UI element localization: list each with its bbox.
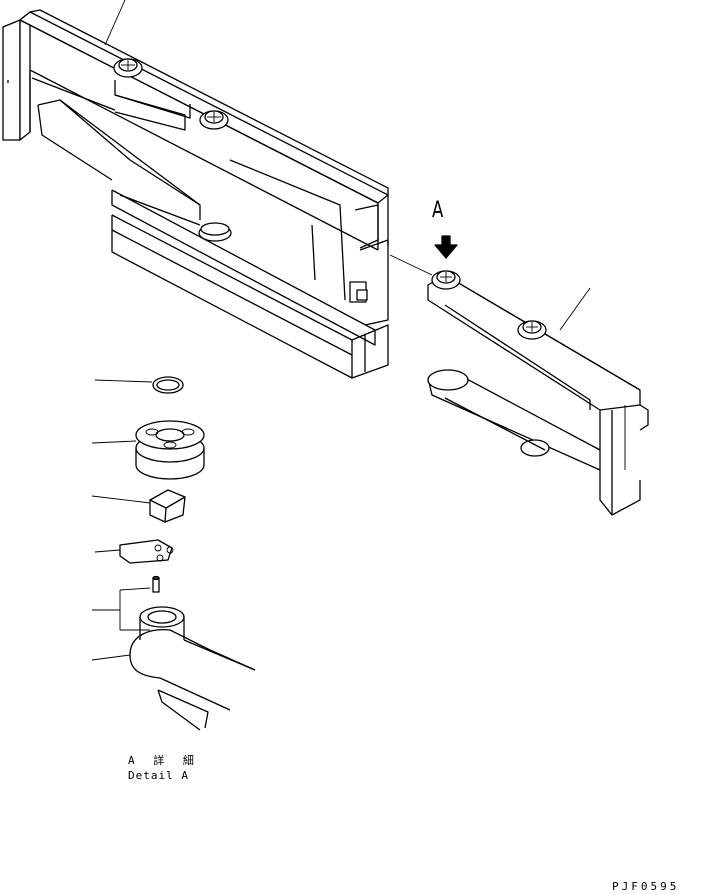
arm-end — [91, 629, 256, 731]
detail-caption-jp: A 詳 細 — [128, 754, 200, 767]
snap-ring — [94, 376, 184, 394]
detail-a-parts — [91, 376, 256, 731]
bolt-upper-2 — [199, 110, 229, 130]
view-arrow-icon — [434, 235, 458, 259]
carriage-fork-assembly — [2, 0, 433, 379]
hub — [139, 606, 185, 640]
bolt-right-1 — [431, 270, 461, 290]
bolt-right-2 — [517, 320, 547, 340]
detail-caption-en: Detail A — [128, 769, 189, 782]
right-fork-arm — [427, 270, 649, 516]
bearing — [91, 420, 205, 480]
view-arrow-label: A — [432, 198, 444, 223]
drawing-number: PJF0595 — [612, 880, 680, 893]
bushing — [91, 489, 186, 523]
lock-plate — [94, 539, 174, 564]
pin — [152, 575, 160, 593]
bolt-upper-1 — [113, 58, 143, 78]
